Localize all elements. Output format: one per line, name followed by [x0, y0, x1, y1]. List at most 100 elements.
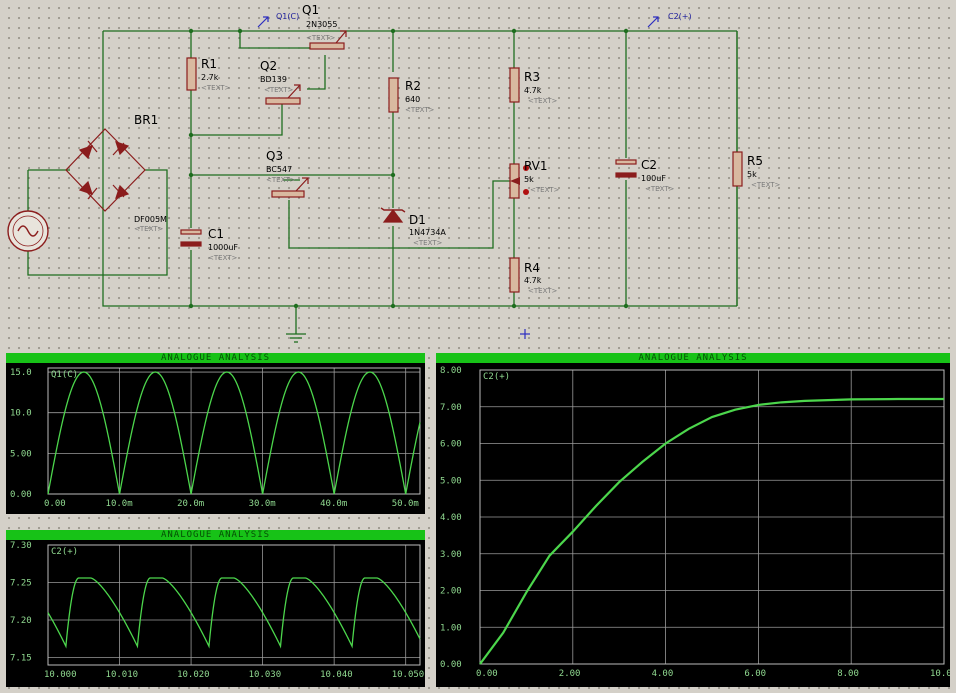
x-tick-label: 10.040 — [320, 670, 353, 680]
br1-value: DF005M — [134, 215, 167, 224]
c2-ref: C2 — [641, 158, 657, 172]
wires — [27, 30, 738, 334]
cursor-crosshair-icon — [520, 329, 530, 339]
c1-ref: C1 — [208, 227, 224, 241]
graph-title[interactable]: ANALOGUE ANALYSIS — [436, 353, 950, 363]
transistor-q3[interactable]: Q3 BC547 <TEXT> — [266, 149, 309, 198]
c2-value: 100uF — [641, 174, 666, 183]
ground-symbol[interactable] — [286, 333, 306, 343]
q2-value: BD139 — [260, 75, 287, 84]
y-tick-label: 2.00 — [440, 587, 462, 597]
q2-text: <TEXT> — [264, 86, 294, 94]
y-tick-label: 7.30 — [10, 541, 32, 551]
d1-value: 1N4734A — [409, 228, 446, 237]
r1-text: <TEXT> — [201, 84, 231, 92]
analogue-graph-c2plus-ripple[interactable]: ANALOGUE ANALYSIS 10.000 10.010 10.020 10.0… — [6, 530, 425, 687]
x-tick-label: 2.00 — [559, 669, 581, 679]
y-tick-label: 0.00 — [440, 660, 462, 670]
br1-ref: BR1 — [134, 113, 158, 127]
r2-text: <TEXT> — [405, 106, 435, 114]
x-tick-label: 4.00 — [652, 669, 674, 679]
resistor-r2[interactable]: R2 640 <TEXT> — [388, 77, 435, 114]
transistor-q1[interactable]: Q1 2N3055 <TEXT> — [302, 3, 347, 50]
c1-text: <TEXT> — [208, 254, 238, 262]
x-tick-label: 10.050 — [392, 670, 425, 680]
probe-label: C2(+) — [668, 12, 692, 21]
sine-wave-icon — [17, 225, 39, 237]
resistor-r1[interactable]: R1 2.7k <TEXT> — [186, 57, 231, 92]
x-tick-label: 30.0m — [249, 499, 276, 509]
transistor-q2[interactable]: Q2 BD139 <TEXT> — [260, 59, 301, 105]
rv1-text: <TEXT> — [530, 186, 560, 194]
q1-ref: Q1 — [302, 3, 319, 17]
resistor-r5[interactable]: R5 5k <TEXT> — [732, 151, 781, 189]
plot-frame — [47, 367, 421, 495]
y-tick-label: 15.0 — [10, 368, 32, 378]
plot-frame — [479, 369, 945, 665]
x-tick-label: 10.030 — [249, 670, 282, 680]
r2-value: 640 — [405, 95, 420, 104]
x-tick-label: 50.0m — [392, 499, 419, 509]
y-tick-label: 7.25 — [10, 579, 32, 589]
d1-ref: D1 — [409, 213, 426, 227]
y-tick-label: 1.00 — [440, 623, 462, 633]
x-tick-label: 10.000 — [44, 670, 77, 680]
capacitor-c2[interactable]: C2 100uF <TEXT> — [615, 158, 675, 193]
q3-ref: Q3 — [266, 149, 283, 163]
probe-label: Q1(C) — [276, 12, 299, 21]
schematic-canvas[interactable]: Q1(C) C2(+) BR1 DF005M <TEXT> R1 2.7k <T… — [0, 0, 956, 350]
c2-text: <TEXT> — [645, 185, 675, 193]
graph-title[interactable]: ANALOGUE ANALYSIS — [6, 353, 425, 363]
trace-name: C2(+) — [483, 372, 510, 382]
x-tick-label: 6.00 — [744, 669, 766, 679]
q1-value: 2N3055 — [306, 20, 337, 29]
y-tick-label: 8.00 — [440, 366, 462, 376]
r4-ref: R4 — [524, 261, 540, 275]
trace-name: C2(+) — [51, 547, 78, 557]
series-line-c2 — [47, 577, 421, 649]
y-tick-label: 6.00 — [440, 440, 462, 450]
bridge-rectifier-br1[interactable]: BR1 DF005M <TEXT> — [65, 113, 167, 233]
x-tick-label: 10.010 — [106, 670, 139, 680]
q3-value: BC547 — [266, 165, 292, 174]
c1-value: 1000uF — [208, 243, 238, 252]
r2-ref: R2 — [405, 79, 421, 93]
y-tick-label: 0.00 — [10, 490, 32, 500]
r3-value: 4.7k — [524, 86, 542, 95]
resistor-r3[interactable]: R3 4.7k <TEXT> — [509, 67, 558, 105]
y-tick-label: 7.00 — [440, 403, 462, 413]
junction-dots — [188, 28, 629, 309]
probe-c2plus[interactable]: C2(+) — [647, 12, 692, 28]
y-tick-label: 5.00 — [440, 476, 462, 486]
x-tick-label: 10.0m — [106, 499, 133, 509]
rv1-value: 5k — [524, 175, 534, 184]
zener-diode-d1[interactable]: D1 1N4734A <TEXT> — [380, 207, 446, 247]
pot-increment-icon[interactable] — [523, 165, 529, 171]
series-line-q1c — [47, 371, 421, 495]
voltage-probe-icon — [647, 16, 659, 28]
ac-source[interactable] — [7, 210, 49, 252]
r3-ref: R3 — [524, 70, 540, 84]
br1-text: <TEXT> — [134, 225, 164, 233]
x-tick-label: 10.020 — [177, 670, 210, 680]
graph-title[interactable]: ANALOGUE ANALYSIS — [6, 530, 425, 540]
pot-decrement-icon[interactable] — [523, 189, 529, 195]
rv1-ref: RV1 — [524, 159, 548, 173]
x-tick-label: 20.0m — [177, 499, 204, 509]
x-tick-label: 0.00 — [476, 669, 498, 679]
plot-frame — [47, 544, 421, 666]
resistor-r4[interactable]: R4 4.7k <TEXT> — [509, 257, 558, 295]
y-tick-label: 10.0 — [10, 409, 32, 419]
series-line-c2 — [479, 397, 944, 665]
probe-q1c[interactable]: Q1(C) — [257, 12, 299, 28]
potentiometer-rv1[interactable]: RV1 5k <TEXT> — [509, 159, 560, 199]
capacitor-c1[interactable]: C1 1000uF <TEXT> — [180, 227, 238, 262]
x-tick-label: 0.00 — [44, 499, 66, 509]
y-tick-label: 4.00 — [440, 513, 462, 523]
y-tick-label: 5.00 — [10, 449, 32, 459]
